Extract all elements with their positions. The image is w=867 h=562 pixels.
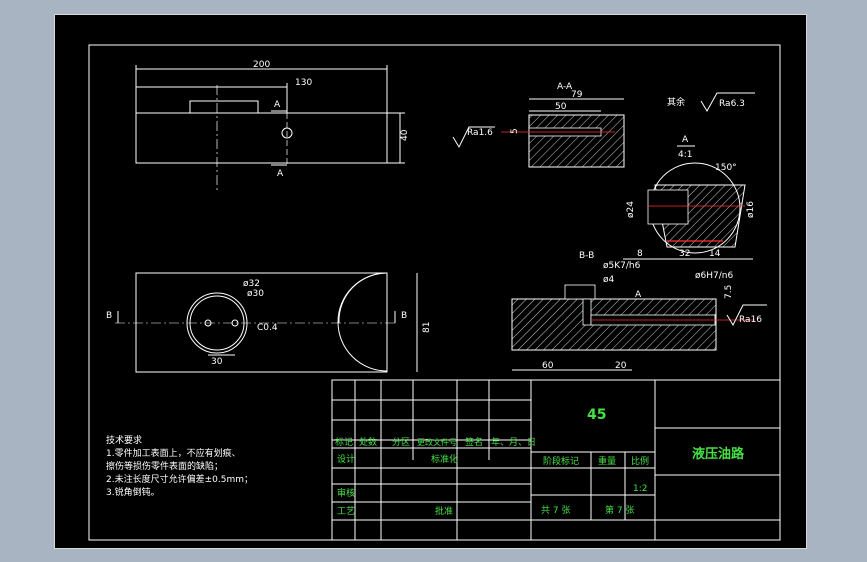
general-roughness-prefix: 其余 [667,96,685,108]
header-sign: 签名 [465,436,483,448]
top-view: 200 130 40 A A [135,60,410,190]
ratio-value: 1:2 [633,484,647,494]
label-ratio: 比例 [631,455,649,467]
material-45: 45 [587,407,606,423]
roughness-ra16: Ra1.6 [467,128,493,138]
bb-dim-7-5: 7.5 [724,285,734,299]
label-weight: 重量 [598,455,616,467]
detail-dim-14: 14 [709,249,721,259]
label-design: 设计 [337,453,355,465]
dim-50: 50 [555,102,567,112]
section-mark-b-left: B [106,311,112,321]
tech-line-2: 擦伤等损伤零件表面的缺陷； [106,460,223,472]
tech-line-4: 3.锐角倒钝。 [106,486,160,498]
bb-dim-6h7: ø6H7/n6 [695,271,733,281]
front-view-arc [337,272,388,372]
section-aa-body [528,114,625,168]
label-process: 工艺 [337,506,355,517]
bb-dim-20: 20 [615,361,627,371]
detail-dim-8: 8 [637,249,643,259]
section-bb-label: B-B [579,251,594,261]
label-review: 审核 [337,487,355,499]
header-mark: 标记 [335,436,353,448]
section-mark-b-right: B [401,311,407,321]
tech-line-1: 1.零件加工表面上，不应有划痕、 [106,447,241,459]
label-stage-mark: 阶段标记 [543,455,579,467]
detail-angle-150: 150° [715,163,737,173]
front-view: ø32 ø30 C0.4 30 81 B B [106,272,432,373]
bb-detail-marker: A [635,290,642,300]
title-block: 45 液压油路 标记 处数 分区 更改文件号 签名 年、月、日 设计 标准化 审… [331,379,781,541]
detail-dim-24: ø24 [626,201,636,218]
header-change-doc: 更改文件号 [417,437,457,447]
bb-dim-4: ø4 [603,275,615,285]
detail-a-label: A [682,135,689,145]
front-dim-81: 81 [422,322,432,333]
dim-5: 5 [510,128,520,134]
sheet-number: 第 7 张 [605,504,634,516]
bb-dim-60: 60 [542,361,554,371]
dim-200: 200 [253,60,270,70]
front-view-bore [186,292,248,354]
dim-130: 130 [295,78,312,88]
sheets-total: 共 7 张 [541,505,570,516]
general-roughness: 其余 Ra6.3 [667,92,755,112]
front-dim-32: ø32 [243,279,260,289]
section-mark-a-top: A [274,100,281,110]
section-aa: A-A 79 50 5 Ra1.6 [452,82,625,168]
part-name: 液压油路 [692,446,745,462]
dim-40: 40 [400,129,410,141]
general-roughness-value: Ra6.3 [719,99,745,109]
header-date: 年、月、日 [491,436,536,448]
top-view-boss [189,100,259,114]
detail-a-scale: 4:1 [678,150,692,160]
detail-a: A 4:1 150° ø24 ø16 8 32 14 [623,135,756,260]
front-chamfer: C0.4 [257,323,278,333]
top-view-body [135,112,388,164]
detail-dim-16: ø16 [746,201,756,218]
header-zone: 分区 [392,437,410,448]
detail-dim-32: 32 [679,249,690,259]
drawing-canvas: 200 130 40 A A A-A 79 50 5 Ra1.6 其余 Ra6.… [88,44,781,541]
section-aa-label: A-A [557,82,573,92]
header-count: 处数 [359,436,377,448]
bb-roughness: Ra16 [739,315,762,325]
drawing-sheet: 200 130 40 A A A-A 79 50 5 Ra1.6 其余 Ra6.… [54,14,807,549]
bb-dim-5k7: ø5K7/h6 [603,261,641,271]
tech-line-3: 2.未注长度尺寸允许偏差±0.5mm； [106,473,253,485]
tech-requirements: 技术要求 1.零件加工表面上，不应有划痕、 擦伤等损伤零件表面的缺陷； 2.未注… [106,434,253,498]
tech-title: 技术要求 [106,434,142,446]
front-dim-30: ø30 [247,289,264,299]
label-approve: 批准 [435,505,453,517]
front-view-body [135,272,388,373]
section-bb: B-B ø5K7/h6 ø4 ø6H7/n6 7.5 A Ra16 60 20 [511,251,767,371]
label-standardize: 标准化 [431,453,458,465]
dim-79: 79 [571,90,583,100]
section-mark-a-bottom: A [277,169,284,179]
front-dim-30-bottom: 30 [211,357,223,367]
